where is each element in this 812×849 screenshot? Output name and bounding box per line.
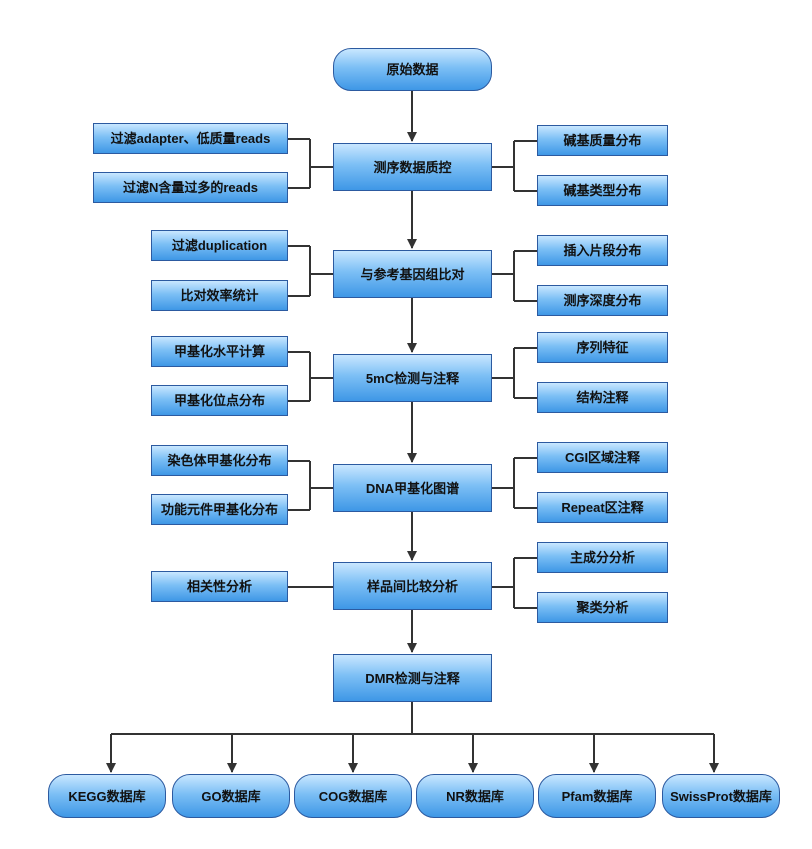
right-sequence-feature: 序列特征 xyxy=(537,332,668,363)
right-insert-size: 插入片段分布 xyxy=(537,235,668,266)
left-alignment-stats: 比对效率统计 xyxy=(151,280,288,311)
node-raw-data: 原始数据 xyxy=(333,48,492,91)
right-cgi-annotation: CGI区域注释 xyxy=(537,442,668,473)
right-clustering: 聚类分析 xyxy=(537,592,668,623)
left-filter-n: 过滤N含量过多的reads xyxy=(93,172,288,203)
left-methylation-level: 甲基化水平计算 xyxy=(151,336,288,367)
left-filter-adapter: 过滤adapter、低质量reads xyxy=(93,123,288,154)
node-5mc-detection: 5mC检测与注释 xyxy=(333,354,492,402)
db-kegg: KEGG数据库 xyxy=(48,774,166,818)
db-pfam: Pfam数据库 xyxy=(538,774,656,818)
right-structure-annotation: 结构注释 xyxy=(537,382,668,413)
db-nr: NR数据库 xyxy=(416,774,534,818)
left-filter-duplication: 过滤duplication xyxy=(151,230,288,261)
left-correlation: 相关性分析 xyxy=(151,571,288,602)
right-repeat-annotation: Repeat区注释 xyxy=(537,492,668,523)
left-element-methylation: 功能元件甲基化分布 xyxy=(151,494,288,525)
right-depth: 测序深度分布 xyxy=(537,285,668,316)
left-chromosome-methylation: 染色体甲基化分布 xyxy=(151,445,288,476)
db-swissprot: SwissProt数据库 xyxy=(662,774,780,818)
node-qc: 测序数据质控 xyxy=(333,143,492,191)
db-cog: COG数据库 xyxy=(294,774,412,818)
node-methylation-map: DNA甲基化图谱 xyxy=(333,464,492,512)
node-dmr: DMR检测与注释 xyxy=(333,654,492,702)
right-pca: 主成分分析 xyxy=(537,542,668,573)
left-methylation-site: 甲基化位点分布 xyxy=(151,385,288,416)
db-go: GO数据库 xyxy=(172,774,290,818)
right-base-quality: 碱基质量分布 xyxy=(537,125,668,156)
node-sample-comparison: 样品间比较分析 xyxy=(333,562,492,610)
node-alignment: 与参考基因组比对 xyxy=(333,250,492,298)
right-base-type: 碱基类型分布 xyxy=(537,175,668,206)
